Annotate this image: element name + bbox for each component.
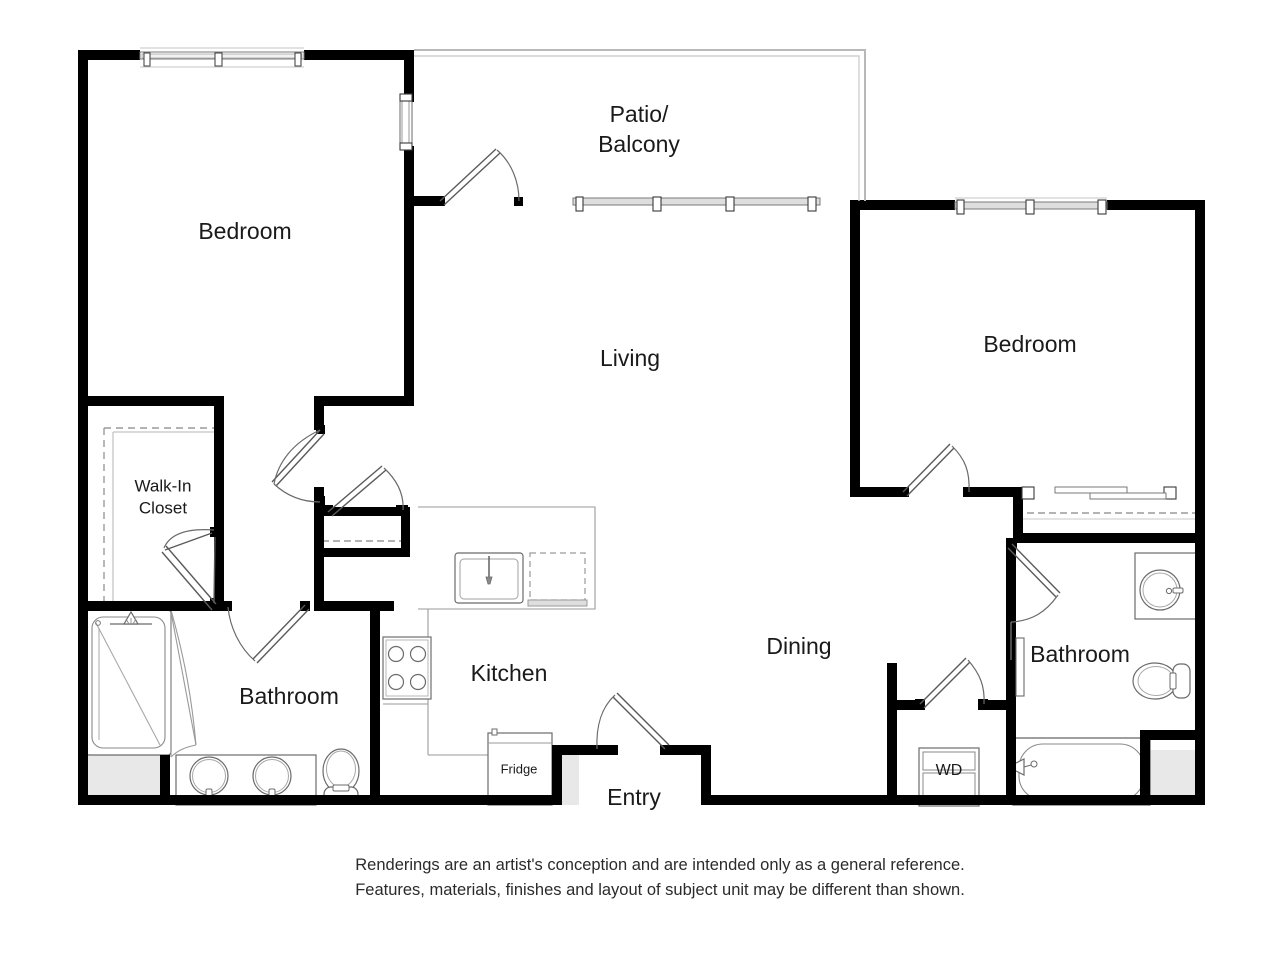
door-walk-in-closet [161,527,220,611]
door-bedroom-right [898,443,974,497]
walls [78,50,1205,805]
closet-slider-right [1021,486,1177,500]
door-balcony [436,148,523,206]
door-linen-closet [322,465,408,517]
door-bathroom-right [1006,538,1061,697]
label-washer-dryer: WD [936,762,963,779]
slider-living-balcony [572,196,821,212]
label-bedroom-left: Bedroom [198,218,291,244]
windows [139,47,1177,500]
room-labels: Bedroom Patio/ Balcony Living Bedroom Wa… [135,101,1130,810]
doors [161,148,1061,755]
door-bedroom-left [271,425,325,505]
patio-outline [414,49,866,201]
vanity-right [1134,552,1197,620]
label-bathroom-left: Bathroom [239,683,339,709]
window-bedroom-left [139,47,305,68]
disclaimer: Renderings are an artist's conception an… [355,856,965,899]
door-laundry [915,657,988,710]
label-fridge: Fridge [501,761,538,776]
label-patio-line2: Balcony [598,131,680,157]
bathtub-left [85,609,172,756]
window-bedroom-right [954,197,1108,215]
label-bathroom-right: Bathroom [1030,641,1130,667]
label-kitchen: Kitchen [471,660,548,686]
label-closet-line1: Walk-In [135,476,192,495]
fixtures-linework [85,427,1197,807]
bathtub-right [1006,737,1151,806]
fixture-labels: Fridge WD [501,761,963,779]
label-entry: Entry [607,784,661,810]
patio-door-panel [399,93,413,151]
door-entry [596,692,670,755]
disclaimer-line-2: Features, materials, finishes and layout… [355,881,965,899]
toilet-right [1132,662,1191,700]
label-bedroom-right: Bedroom [983,331,1076,357]
tub-curtain [170,609,197,757]
label-closet-line2: Closet [139,498,187,517]
door-bathroom-left [222,601,310,664]
closet-shelf-left [103,427,216,610]
disclaimer-line-1: Renderings are an artist's conception an… [355,856,964,874]
label-dining: Dining [766,633,831,659]
label-living: Living [600,345,660,371]
label-patio-line1: Patio/ [610,101,669,127]
kitchen-casework [382,506,596,806]
